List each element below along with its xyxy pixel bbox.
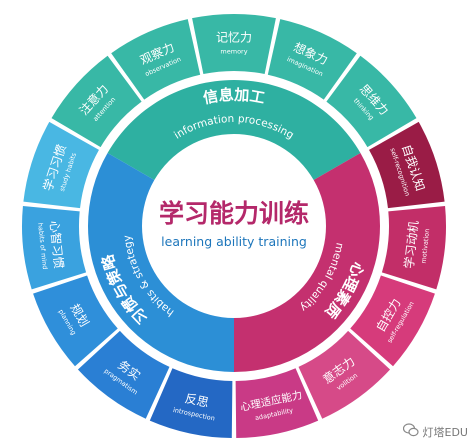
watermark: 灯塔EDU (402, 423, 468, 440)
outer-segment-shape (111, 19, 201, 100)
center-circle (146, 138, 322, 314)
outer-segment-shape (192, 14, 276, 75)
outer-segment-subtitle: motivation (420, 228, 432, 264)
outer-segment-shape (350, 275, 435, 367)
outer-segments-layer: 记忆力 memory 想象力imagination思维力thinking自我认知se… (21, 14, 446, 438)
ring-sector-shape (87, 153, 234, 372)
outer-segment-shape (149, 368, 233, 438)
center-subtitle: learning ability training (161, 234, 307, 249)
outer-segment-shape (298, 330, 391, 419)
watermark-text: 灯塔EDU (422, 425, 468, 439)
outer-segment-shape (267, 19, 357, 100)
center-layer: 学习能力训练 learning ability training (146, 138, 322, 314)
outer-segment-title: 心智习惯 (47, 220, 67, 269)
center-title: 学习能力训练 (159, 199, 309, 228)
outer-segment-shape (33, 275, 118, 367)
ring-sector-shape (234, 153, 380, 372)
outer-segment-subtitle: memory (220, 48, 247, 56)
outer-segment-title: 反思 (184, 391, 210, 410)
outer-segment-title: 记忆力 (216, 31, 252, 45)
outer-segment-shape (235, 368, 319, 438)
outer-segment-shape (21, 206, 87, 290)
outer-segment-shape (381, 206, 446, 290)
outer-segment-shape (23, 121, 99, 209)
outer-segment: 记忆力 memory (192, 14, 276, 75)
outer-segment-shape (326, 55, 417, 148)
outer-segment-shape (77, 330, 170, 419)
ring-sector-shape (107, 80, 361, 180)
outer-segment-shape (369, 121, 445, 209)
wechat-icon (402, 423, 419, 440)
outer-segment-shape (51, 55, 142, 148)
outer-segment-title: 学习动机 (401, 220, 421, 269)
